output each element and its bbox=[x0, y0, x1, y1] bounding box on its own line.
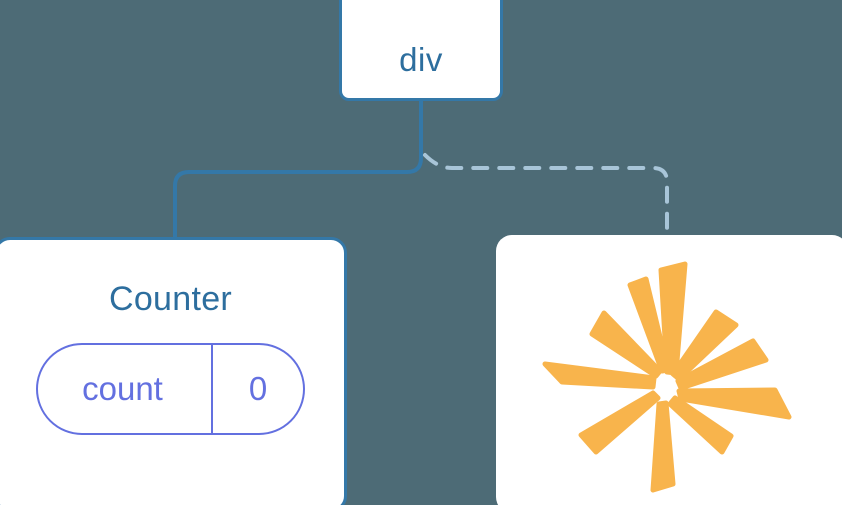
ray-nnw bbox=[627, 276, 671, 374]
edge-div-to-counter bbox=[173, 99, 423, 242]
state-pill-count[interactable]: count 0 bbox=[36, 343, 305, 435]
node-sparkle[interactable] bbox=[496, 235, 842, 505]
sparkle-burst-icon bbox=[542, 261, 792, 493]
node-counter-title: Counter bbox=[108, 280, 233, 318]
state-key-label: count bbox=[38, 345, 213, 433]
node-counter[interactable]: Counter count 0 bbox=[0, 237, 347, 505]
node-div[interactable]: div bbox=[339, 0, 503, 101]
ray-se bbox=[667, 395, 734, 455]
state-value-label: 0 bbox=[248, 370, 268, 407]
ray-s bbox=[650, 400, 676, 493]
ray-e bbox=[676, 387, 792, 420]
ray-sw bbox=[578, 390, 661, 455]
node-div-label: div bbox=[399, 41, 443, 78]
ray-w bbox=[542, 361, 657, 390]
ray-nne bbox=[670, 309, 739, 382]
edge-div-to-sparkle bbox=[423, 153, 669, 240]
ray-ne bbox=[675, 338, 769, 391]
ray-nw bbox=[589, 310, 663, 379]
